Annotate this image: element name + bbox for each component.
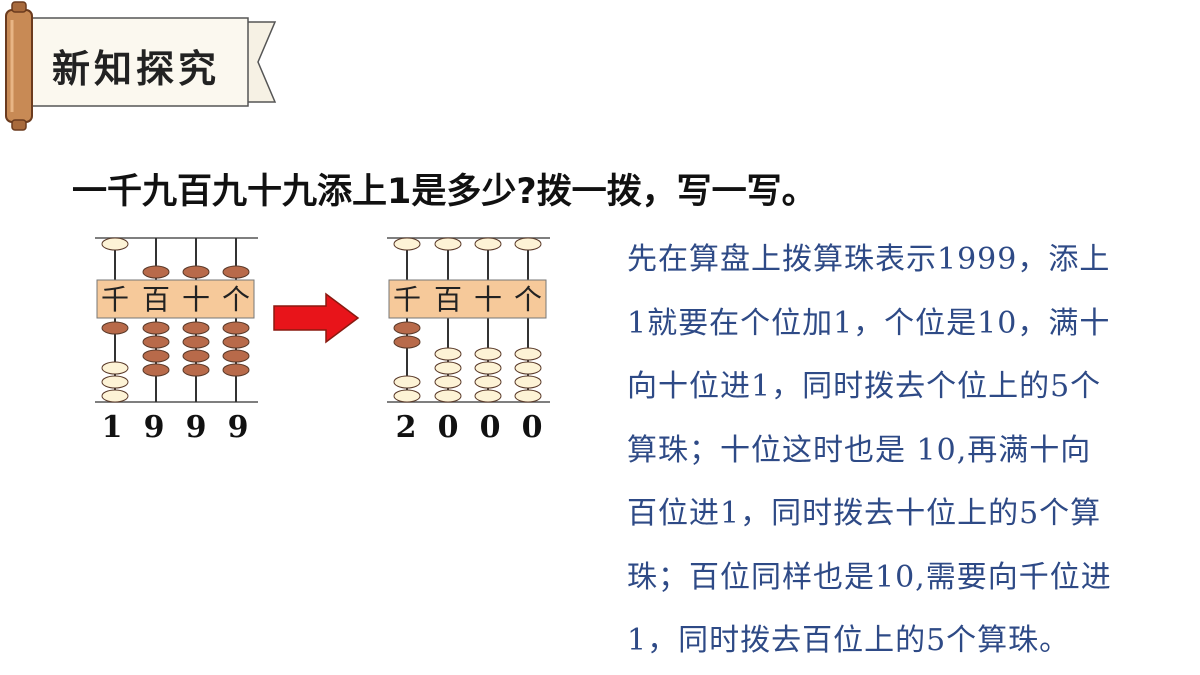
bead-idle — [474, 237, 502, 251]
abacus-beam — [96, 279, 255, 319]
place-label: 千 — [101, 283, 129, 316]
digit-ones: 9 — [227, 410, 249, 445]
bead-idle — [393, 389, 421, 403]
question-text: 一千九百九十九添上1是多少?拨一拨，写一写。 — [72, 172, 817, 212]
bead-idle — [101, 375, 129, 389]
bead-idle — [434, 389, 462, 403]
bead-idle — [474, 361, 502, 375]
bead-idle — [434, 361, 462, 375]
bead-counted — [142, 265, 170, 279]
digit-thousands: 1 — [101, 410, 123, 445]
place-label: 个 — [514, 283, 542, 316]
scroll-graphic — [5, 1, 277, 131]
bead-counted — [182, 349, 210, 363]
abacus-1999: 千百十个 — [95, 232, 260, 412]
bead-counted — [142, 335, 170, 349]
place-label: 百 — [142, 283, 170, 316]
bead-idle — [434, 347, 462, 361]
bead-idle — [514, 375, 542, 389]
bead-counted — [393, 335, 421, 349]
title-banner: 新知探究 — [0, 0, 280, 135]
place-label: 个 — [222, 283, 250, 316]
bead-counted — [222, 349, 250, 363]
bead-idle — [514, 361, 542, 375]
abacus-beam — [388, 279, 547, 319]
bead-counted — [222, 321, 250, 335]
bead-idle — [434, 237, 462, 251]
bead-idle — [434, 375, 462, 389]
place-label: 十 — [182, 283, 210, 316]
explanation-line: 1就要在个位加1，个位是10，满十 — [627, 305, 1111, 341]
digit-tens: 9 — [185, 410, 207, 445]
bead-idle — [474, 375, 502, 389]
explanation-line: 算珠；十位这时也是 10,再满十向 — [627, 432, 1092, 468]
bead-counted — [182, 265, 210, 279]
digit-hundreds: 9 — [143, 410, 165, 445]
digit-thousands: 2 — [395, 410, 417, 445]
banner-title: 新知探究 — [52, 46, 221, 91]
explanation-line: 珠；百位同样也是10,需要向千位进 — [627, 559, 1112, 595]
right-arrow-icon — [273, 292, 360, 344]
bead-counted — [142, 349, 170, 363]
bead-idle — [514, 347, 542, 361]
bead-counted — [142, 363, 170, 377]
bead-counted — [182, 335, 210, 349]
bead-counted — [182, 363, 210, 377]
bead-idle — [101, 361, 129, 375]
bead-counted — [182, 321, 210, 335]
bead-counted — [222, 335, 250, 349]
bead-counted — [222, 265, 250, 279]
bead-counted — [222, 363, 250, 377]
bead-idle — [101, 389, 129, 403]
bead-idle — [514, 389, 542, 403]
bead-counted — [393, 321, 421, 335]
bead-idle — [514, 237, 542, 251]
explanation-text: 先在算盘上拨算珠表示1999，添上 1就要在个位加1，个位是10，满十 向十位进… — [627, 228, 1172, 673]
explanation-line: 先在算盘上拨算珠表示1999，添上 — [627, 242, 1111, 277]
bead-idle — [393, 237, 421, 251]
explanation-line: 向十位进1，同时拨去个位上的5个 — [627, 369, 1102, 404]
digit-hundreds: 0 — [437, 410, 459, 445]
bead-counted — [142, 321, 170, 335]
explanation-line: 1，同时拨去百位上的5个算珠。 — [627, 623, 1071, 658]
place-label: 百 — [434, 283, 462, 316]
digit-ones: 0 — [521, 410, 543, 445]
bead-idle — [474, 347, 502, 361]
bead-idle — [474, 389, 502, 403]
bead-counted — [101, 321, 129, 335]
place-label: 十 — [474, 283, 502, 316]
abacus-2000: 千百十个 — [387, 232, 552, 412]
place-label: 千 — [393, 283, 421, 316]
digit-tens: 0 — [479, 410, 501, 445]
explanation-line: 百位进1，同时拨去十位上的5个算 — [627, 496, 1102, 531]
bead-idle — [393, 375, 421, 389]
bead-idle — [101, 237, 129, 251]
